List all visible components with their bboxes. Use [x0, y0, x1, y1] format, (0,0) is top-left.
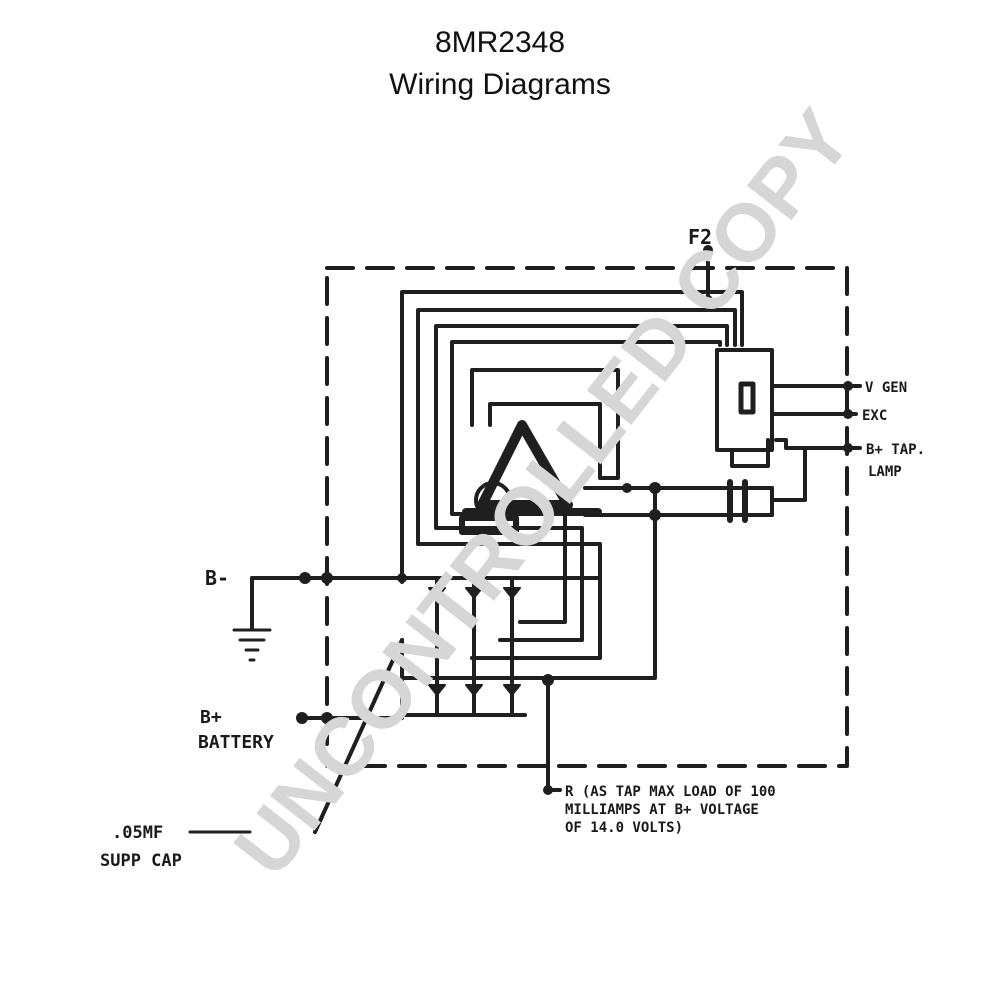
junction-dot	[543, 785, 553, 795]
junction-dot	[843, 443, 853, 453]
r-terminal-label-3: OF 14.0 VOLTS)	[565, 820, 683, 836]
capacitor-label-2: SUPP CAP	[100, 851, 182, 871]
field-loop-3	[434, 324, 729, 642]
junction-dot	[703, 295, 713, 305]
junction-dot	[843, 381, 853, 391]
junction-dot	[321, 712, 333, 724]
diode-bottom-row	[428, 684, 521, 696]
junction-dot	[843, 409, 853, 419]
rotor-base	[459, 515, 519, 535]
housing-outline	[325, 266, 849, 768]
diode-top-row	[428, 587, 521, 599]
connector-tie	[770, 446, 807, 502]
capacitor-lead	[313, 638, 404, 834]
capacitor-label: .05MF	[112, 823, 163, 843]
diode-feed	[400, 486, 657, 680]
regulator-relay	[738, 381, 756, 415]
junction-dot	[649, 482, 661, 494]
junction-dot	[321, 572, 333, 584]
battery-label: B+	[200, 707, 222, 728]
r-terminal-label: R (AS TAP MAX LOAD OF 100	[565, 784, 776, 800]
junction-dot	[649, 509, 661, 521]
junction-dot	[299, 572, 311, 584]
junction-dot	[542, 674, 554, 686]
gen-label: V GEN	[865, 380, 907, 396]
junction-dot	[397, 573, 407, 583]
stator-frame	[470, 368, 620, 480]
regulator-block	[715, 348, 774, 452]
ground-label: B-	[205, 566, 229, 590]
r-terminal-lead	[546, 676, 562, 792]
junction-dot	[296, 712, 308, 724]
field-loop-outer	[400, 290, 744, 584]
model-number: 8MR2348	[434, 26, 566, 59]
connector-stub	[727, 479, 748, 523]
regulator-output	[730, 438, 770, 468]
page-title: Wiring Diagrams	[389, 68, 611, 101]
f2-label: F2	[688, 225, 712, 249]
battery-lead	[300, 638, 404, 720]
battery-label-2: BATTERY	[198, 732, 274, 753]
exc-label: EXC	[862, 408, 887, 424]
r-terminal-label-2: MILLIAMPS AT B+ VOLTAGE	[565, 802, 759, 818]
junction-dot	[622, 483, 632, 493]
field-loop-inner	[450, 340, 722, 624]
field-loop-2	[416, 308, 737, 660]
ground-bus	[250, 576, 602, 602]
b-tap-label-2: LAMP	[868, 464, 902, 480]
junction-dot	[703, 245, 713, 255]
b-tap-label: B+ TAP.	[866, 442, 925, 458]
b-tap-lead	[774, 438, 862, 450]
ground-symbol	[232, 628, 272, 662]
rectifier-triangle	[477, 420, 573, 510]
